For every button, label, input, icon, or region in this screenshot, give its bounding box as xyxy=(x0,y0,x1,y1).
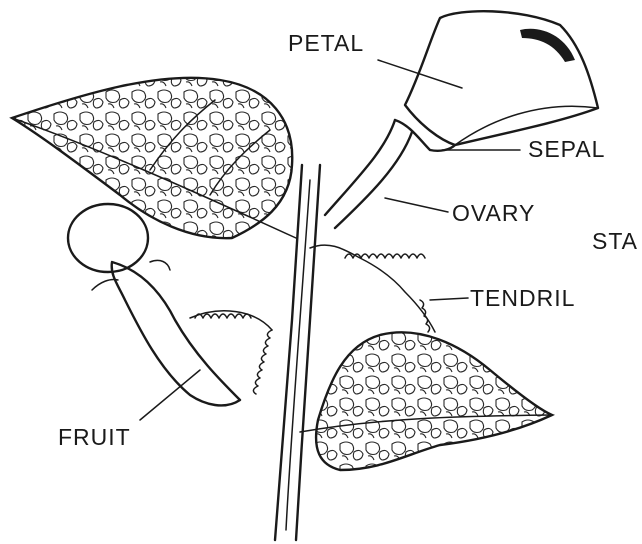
tendril-lower xyxy=(190,311,272,394)
petal-leader xyxy=(378,60,462,88)
label-stamen: STA xyxy=(592,228,638,255)
lower-right-leaf xyxy=(300,332,552,470)
upper-left-leaf xyxy=(12,78,296,238)
label-fruit: FRUIT xyxy=(58,424,131,451)
main-stem xyxy=(275,165,320,540)
ovary-leader xyxy=(385,198,448,212)
label-tendril: TENDRIL xyxy=(470,285,575,312)
flower xyxy=(325,11,598,228)
tendril-leader xyxy=(430,298,468,300)
label-petal: PETAL xyxy=(288,30,364,57)
tendril-upper xyxy=(310,245,435,332)
label-sepal: SEPAL xyxy=(528,136,605,163)
label-ovary: OVARY xyxy=(452,200,535,227)
